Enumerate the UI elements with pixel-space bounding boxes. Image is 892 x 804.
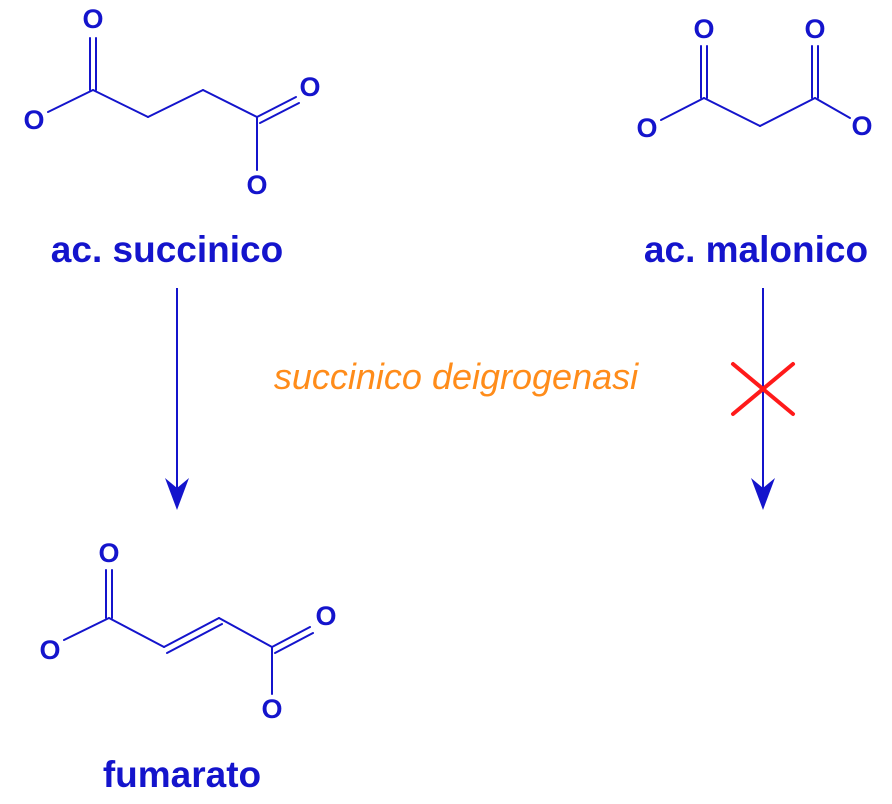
bond [274, 632, 314, 654]
arrow-head [165, 478, 189, 510]
malonic-acid-label: ac. malonico [644, 229, 868, 270]
cross-stroke [731, 362, 795, 416]
enzyme-label: succinico deigrogenasi [274, 356, 639, 397]
oxygen-atom: O [98, 538, 119, 568]
oxygen-atom: O [261, 694, 282, 724]
oxygen-atom: O [39, 635, 60, 665]
oxygen-atom: O [315, 601, 336, 631]
bond [759, 97, 816, 127]
bond [660, 97, 705, 121]
bond [108, 617, 165, 648]
bond [63, 617, 110, 641]
fumarate-structure: O O O O [39, 538, 336, 724]
oxygen-atom: O [82, 4, 103, 34]
bond [259, 102, 300, 124]
reaction-arrow [165, 288, 189, 510]
oxygen-atom: O [804, 14, 825, 44]
oxygen-atom: O [636, 113, 657, 143]
malonic-acid-structure: O O O O [636, 14, 872, 143]
bond [218, 617, 273, 648]
oxygen-atom: O [299, 72, 320, 102]
bond [92, 89, 149, 118]
bond [47, 89, 94, 113]
bond [163, 617, 220, 648]
inhibition-cross-icon [731, 362, 795, 416]
bond [166, 623, 223, 654]
bond [256, 96, 297, 118]
bond [703, 97, 761, 127]
arrow-head [751, 478, 775, 510]
oxygen-atom: O [23, 105, 44, 135]
succinic-acid-label: ac. succinico [51, 229, 283, 270]
bond [202, 89, 258, 118]
oxygen-atom: O [246, 170, 267, 200]
bond [814, 97, 851, 119]
blocked-reaction-arrow [751, 288, 775, 510]
bond [147, 89, 204, 118]
succinic-acid-structure: O O O O [23, 4, 320, 200]
oxygen-atom: O [851, 111, 872, 141]
oxygen-atom: O [693, 14, 714, 44]
bond [271, 626, 311, 648]
fumarate-label: fumarato [103, 754, 261, 795]
